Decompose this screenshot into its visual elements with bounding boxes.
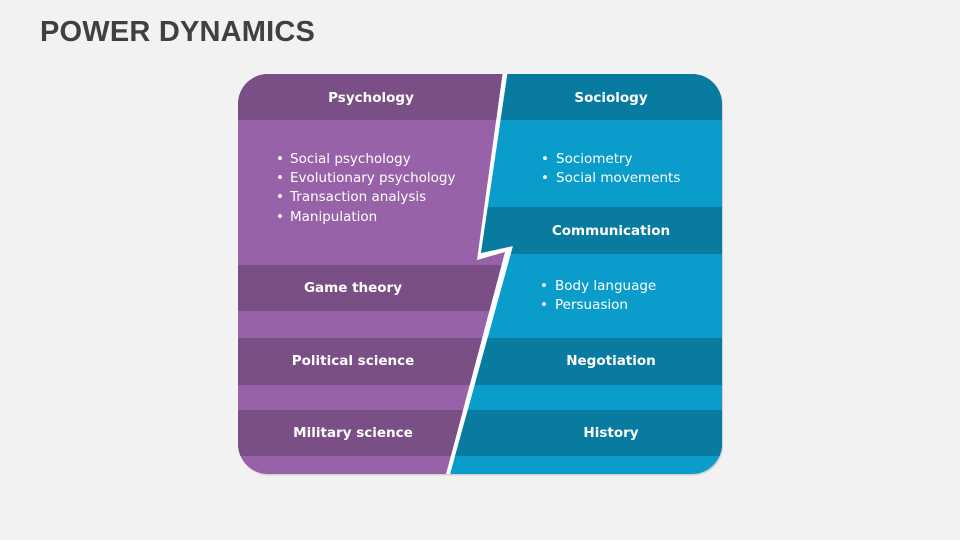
sociology-header: Sociology — [574, 90, 647, 106]
communication-band — [449, 207, 722, 254]
military-science-label: Military science — [293, 425, 413, 441]
list-item: Sociometry — [556, 151, 633, 167]
svg-text:•: • — [540, 297, 548, 313]
svg-text:•: • — [276, 170, 284, 186]
game-theory-band — [238, 265, 505, 311]
negotiation-label: Negotiation — [566, 353, 656, 369]
psychology-bullets: • Social psychology • Evolutionary psychol… — [276, 151, 455, 225]
page-title: POWER DYNAMICS — [40, 16, 316, 48]
list-item: Evolutionary psychology — [290, 170, 455, 186]
list-item: Persuasion — [555, 297, 628, 313]
political-science-band — [238, 338, 505, 385]
list-item: Transaction analysis — [289, 189, 426, 205]
game-theory-label: Game theory — [304, 280, 402, 296]
history-label: History — [583, 425, 638, 441]
political-science-label: Political science — [292, 353, 415, 369]
svg-text:•: • — [541, 170, 549, 186]
list-item: Body language — [555, 278, 656, 294]
svg-text:•: • — [276, 189, 284, 205]
svg-text:•: • — [276, 151, 284, 167]
svg-text:•: • — [540, 278, 548, 294]
psychology-header: Psychology — [328, 90, 414, 106]
psychology-header-band — [238, 74, 505, 120]
communication-label: Communication — [552, 223, 670, 239]
list-item: Manipulation — [290, 209, 377, 225]
communication-bullets: • Body language • Persuasion — [540, 278, 656, 313]
sociology-bullets: • Sociometry • Social movements — [541, 151, 680, 186]
svg-text:•: • — [276, 209, 284, 225]
svg-text:•: • — [541, 151, 549, 167]
psychology-panel — [238, 74, 505, 474]
history-band — [449, 410, 722, 456]
list-item: Social movements — [556, 170, 680, 186]
list-item: Social psychology — [290, 151, 411, 167]
negotiation-band — [449, 338, 722, 385]
